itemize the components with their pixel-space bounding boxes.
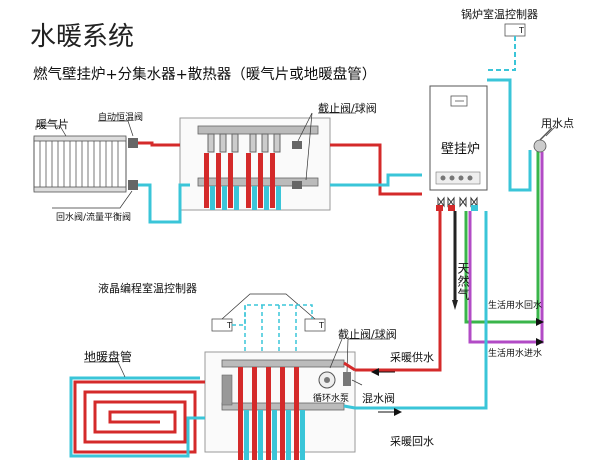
auto-thermostatic-valve (128, 138, 138, 148)
thermostat-glyph-right: T (318, 321, 324, 330)
auto-valve-label: 自动恒温阀 (98, 113, 144, 123)
lcd-thermostat-left: T (211, 318, 233, 332)
page-title: 水暖系统 (30, 22, 135, 52)
thermostat-glyph: T (518, 26, 524, 35)
floor-coil-label: 地暖盘管 (84, 350, 133, 364)
gas-label: 天然气 (456, 262, 470, 301)
return-balance-valve (128, 180, 138, 190)
boiler-thermostat-label: 锅炉室温控制器 (461, 8, 538, 21)
radiator-label: 暖气片 (36, 118, 69, 131)
wall-hung-boiler (429, 85, 488, 191)
circulation-pump (318, 371, 336, 389)
mixing-valve (343, 372, 351, 386)
lower-manifold (221, 359, 345, 460)
water-point-label: 用水点 (541, 117, 574, 130)
lcd-thermostat-right: T (304, 318, 326, 332)
domestic-supply-label: 生活用水进水 (488, 349, 543, 359)
water-point-faucet (533, 127, 553, 153)
heating-supply-pipe (355, 211, 442, 372)
page-subtitle: 燃气壁挂炉+分集水器+散热器（暖气片或地暖盘管） (33, 67, 377, 83)
circ-pump-label: 循环水泵 (313, 394, 350, 404)
mixing-valve-label: 混水阀 (362, 392, 395, 405)
stop-valve-bottom-label: 截止阀/球阀 (338, 328, 397, 341)
boiler-label: 壁挂炉 (441, 142, 481, 157)
upper-stop-valve-return (292, 181, 302, 189)
boiler-outlet-valves (437, 196, 478, 208)
heating-supply-label: 采暖供水 (390, 351, 434, 364)
return-valve-label: 回水阀/流量平衡阀 (56, 213, 132, 223)
upper-manifold (197, 125, 319, 210)
heating-return-label: 采暖回水 (390, 435, 434, 448)
upper-stop-valve-supply (292, 141, 302, 149)
boiler-room-thermostat: T (504, 23, 526, 37)
domestic-return-label: 生活用水回水 (488, 301, 543, 311)
lcd-thermostat-label: 液晶编程室温控制器 (98, 282, 197, 295)
floor-heating-coil (69, 376, 205, 458)
thermostat-glyph-left: T (226, 321, 232, 330)
radiator (33, 135, 127, 193)
stop-valve-top-label: 截止阀/球阀 (318, 102, 377, 115)
